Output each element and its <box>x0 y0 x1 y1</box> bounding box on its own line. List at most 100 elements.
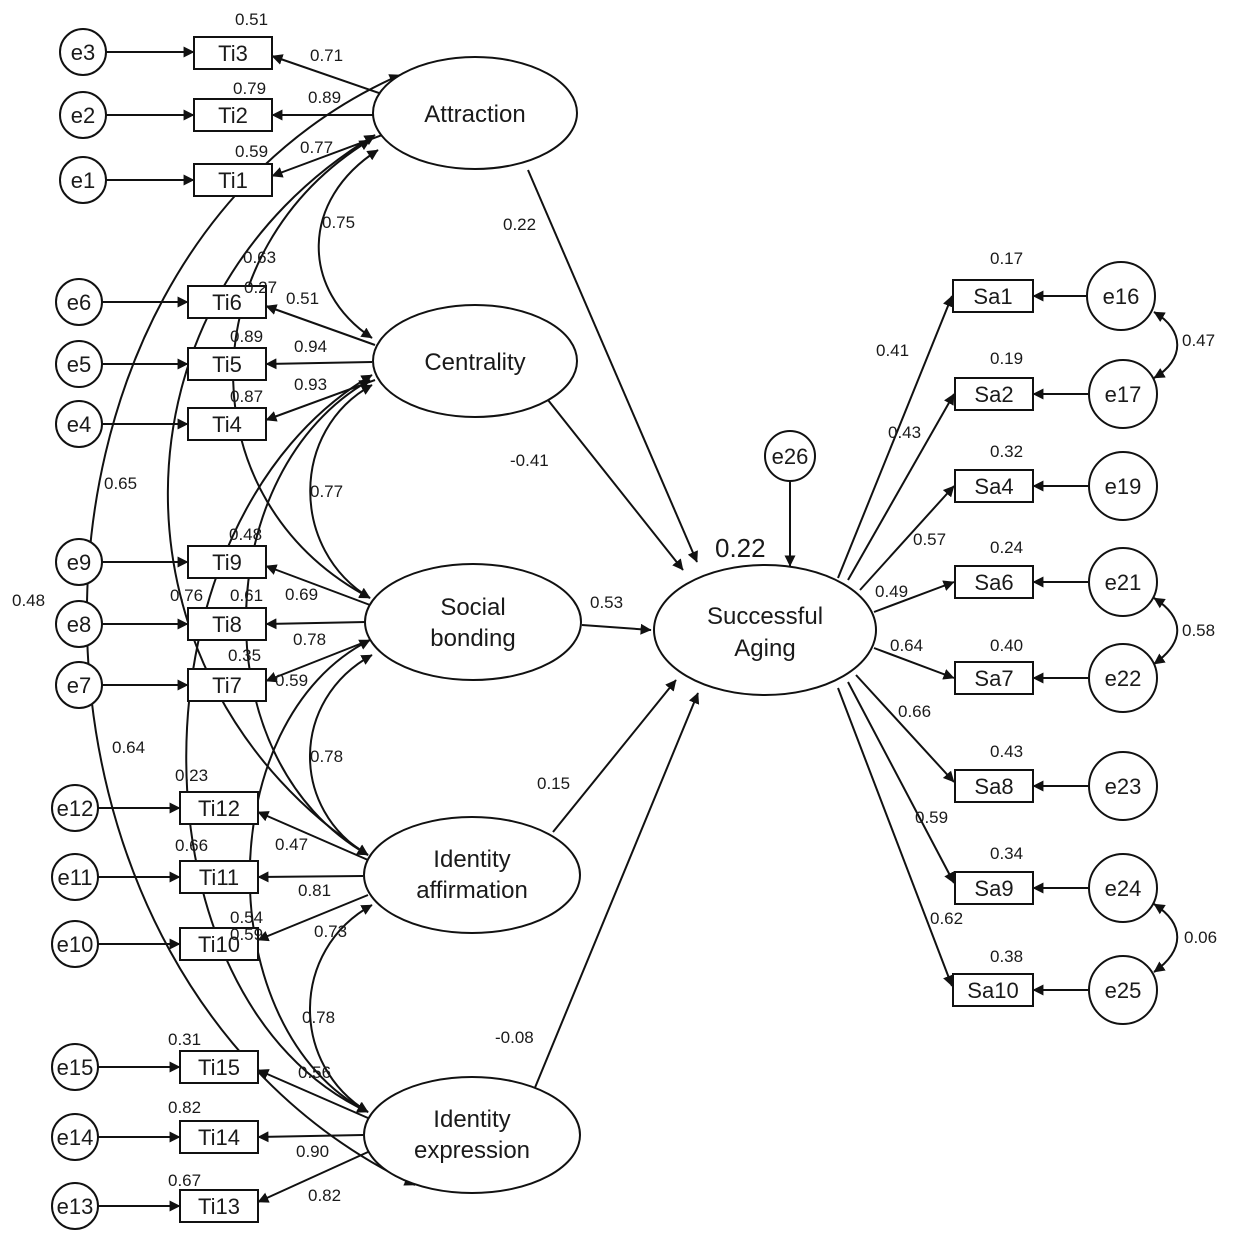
error-e22: e22 <box>1088 643 1158 713</box>
error-e26: e26 <box>764 430 816 482</box>
indicator-ti9: Ti9 <box>187 545 267 579</box>
r2-ti14: 0.82 <box>168 1098 201 1117</box>
error-covariance-arcs <box>1153 311 1179 973</box>
latent-identity-affirmation-line2: affirmation <box>416 877 528 904</box>
r2-ti1: 0.59 <box>235 142 268 161</box>
error-e13-label: e13 <box>57 1194 94 1219</box>
error-e24: e24 <box>1088 853 1158 923</box>
latent-social-bonding: Social bonding <box>364 563 582 681</box>
r2-ti10: 0.54 <box>230 908 263 927</box>
indicator-ti6: Ti6 <box>187 285 267 319</box>
error-e14: e14 <box>51 1113 99 1161</box>
error-e23-label: e23 <box>1105 774 1142 799</box>
indicator-sa2: Sa2 <box>954 377 1034 411</box>
error-e19: e19 <box>1088 451 1158 521</box>
latent-centrality: Centrality <box>372 304 578 418</box>
corr-arc-cen-exp <box>185 374 373 1113</box>
loading-sa6: 0.49 <box>875 582 908 601</box>
corr-att-exp: 0.48 <box>12 591 45 610</box>
r2-ti12: 0.23 <box>175 766 208 785</box>
error-e7: e7 <box>55 661 103 709</box>
error-e8-label: e8 <box>67 612 91 637</box>
r2-ti3: 0.51 <box>235 10 268 29</box>
r2-ti13: 0.67 <box>168 1171 201 1190</box>
r2-ti2: 0.79 <box>233 79 266 98</box>
cov-arc-e24-e25 <box>1153 903 1179 973</box>
error-e11-label: e11 <box>57 865 92 890</box>
latent-attraction-label: Attraction <box>424 101 525 128</box>
indicator-ti3-label: Ti3 <box>218 41 248 66</box>
latent-attraction: Attraction <box>372 56 578 170</box>
indicator-ti13-label: Ti13 <box>198 1194 240 1219</box>
indicator-ti11-label: Ti11 <box>199 865 239 890</box>
loading-ti15: 0.56 <box>298 1063 331 1082</box>
error-circles-left: e3 e2 e1 e6 e5 e4 e9 e8 e7 e12 e11 e10 e… <box>51 28 107 1230</box>
loading-ti5: 0.94 <box>294 337 327 356</box>
error-e21: e21 <box>1088 547 1158 617</box>
r2-ti9: 0.48 <box>229 525 262 544</box>
cov-e21-e22: 0.58 <box>1182 621 1215 640</box>
error-e5: e5 <box>55 340 103 388</box>
corr-att-cen: 0.75 <box>322 213 355 232</box>
error-e9: e9 <box>55 538 103 586</box>
indicator-sa10: Sa10 <box>952 973 1034 1007</box>
path-centrality: -0.41 <box>510 451 549 470</box>
latent-identity-expression: Identity expression <box>363 1076 581 1194</box>
error-e5-label: e5 <box>67 352 91 377</box>
latent-identity-expression-line2: expression <box>414 1137 530 1164</box>
error-e7-label: e7 <box>67 673 91 698</box>
path-social-bonding: 0.53 <box>590 593 623 612</box>
error-e2-label: e2 <box>71 103 95 128</box>
error-e25: e25 <box>1088 955 1158 1025</box>
r2-sa2: 0.19 <box>990 349 1023 368</box>
error-arrows-right <box>1032 290 1088 996</box>
corr-att-soc: 0.63 <box>243 248 276 267</box>
loading-sa9: 0.59 <box>915 808 948 827</box>
error-e12: e12 <box>51 784 99 832</box>
latent-successful-aging-line1: Successful <box>707 603 823 630</box>
indicator-ti15-label: Ti15 <box>198 1055 240 1080</box>
corr-cen-aff: 0.76 <box>170 586 203 605</box>
loading-ti11: 0.81 <box>298 881 331 900</box>
r2-ti15: 0.31 <box>168 1030 201 1049</box>
error-e17: e17 <box>1088 359 1158 429</box>
error-e3: e3 <box>59 28 107 76</box>
loading-ti9: 0.69 <box>285 585 318 604</box>
loading-ti10: 0.73 <box>314 922 347 941</box>
loading-ti3: 0.71 <box>310 46 343 65</box>
r2-ti5: 0.89 <box>230 327 263 346</box>
error-e2: e2 <box>59 91 107 139</box>
indicator-sa8: Sa8 <box>954 769 1034 803</box>
indicator-ti10-label: Ti10 <box>198 932 240 957</box>
error-e1-label: e1 <box>71 168 95 193</box>
indicator-ti8: Ti8 <box>187 607 267 641</box>
cov-e16-e17: 0.47 <box>1182 331 1215 350</box>
error-e23: e23 <box>1088 751 1158 821</box>
corr-arc-att-cen <box>317 149 379 339</box>
latent-successful-aging: Successful Aging <box>653 564 877 696</box>
error-e25-label: e25 <box>1105 978 1142 1003</box>
error-e19-label: e19 <box>1105 474 1142 499</box>
indicator-ti2-label: Ti2 <box>218 103 248 128</box>
r2-sa6: 0.24 <box>990 538 1023 557</box>
latent-successful-aging-line2: Aging <box>734 635 795 662</box>
loading-sa7: 0.64 <box>890 636 923 655</box>
indicator-ti12: Ti12 <box>179 791 259 825</box>
loading-arrows-left <box>257 54 383 1203</box>
loading-ti13: 0.82 <box>308 1186 341 1205</box>
error-e26-label: e26 <box>772 444 809 469</box>
r2-ti11: 0.66 <box>175 836 208 855</box>
indicator-sa1: Sa1 <box>952 279 1034 313</box>
error-e4: e4 <box>55 400 103 448</box>
loading-ti12: 0.47 <box>275 835 308 854</box>
indicator-sa7-label: Sa7 <box>974 666 1013 691</box>
indicator-ti4: Ti4 <box>187 407 267 441</box>
error-e1: e1 <box>59 156 107 204</box>
error-e4-label: e4 <box>67 412 91 437</box>
error-e15-label: e15 <box>57 1055 94 1080</box>
error-arrows-left <box>98 46 195 1212</box>
r2-sa8: 0.43 <box>990 742 1023 761</box>
indicator-sa4: Sa4 <box>954 469 1034 503</box>
loading-labels: 0.71 0.89 0.77 0.51 0.94 0.93 0.69 0.78 … <box>275 46 963 1205</box>
corr-soc-aff: 0.78 <box>310 747 343 766</box>
